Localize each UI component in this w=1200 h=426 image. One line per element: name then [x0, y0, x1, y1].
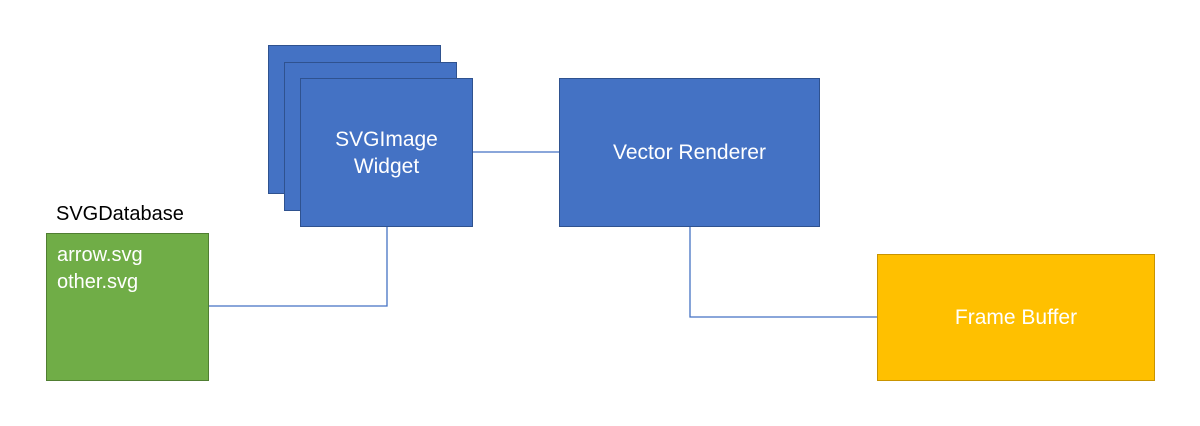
frame-buffer-box: Frame Buffer [877, 254, 1155, 381]
file-list: arrow.svg other.svg [57, 242, 143, 296]
svg-database-title: SVGDatabase [56, 203, 184, 225]
file-item-arrow: arrow.svg [57, 244, 143, 266]
widget-label-line-1: SVGImage [335, 127, 438, 151]
connector-renderer-to-framebuffer [689, 227, 877, 318]
svgimage-widget-box: SVGImage Widget [300, 78, 473, 227]
connector-database-to-widget [209, 227, 388, 307]
vector-renderer-label: Vector Renderer [613, 141, 766, 164]
frame-buffer-label: Frame Buffer [954, 306, 1078, 329]
svgimage-widget-label: SVGImage Widget [335, 126, 438, 180]
vector-renderer-box: Vector Renderer [559, 78, 820, 227]
file-item-other: other.svg [57, 271, 139, 293]
svg-database-box: arrow.svg other.svg [46, 233, 209, 381]
widget-label-line-2: Widget [353, 154, 420, 178]
